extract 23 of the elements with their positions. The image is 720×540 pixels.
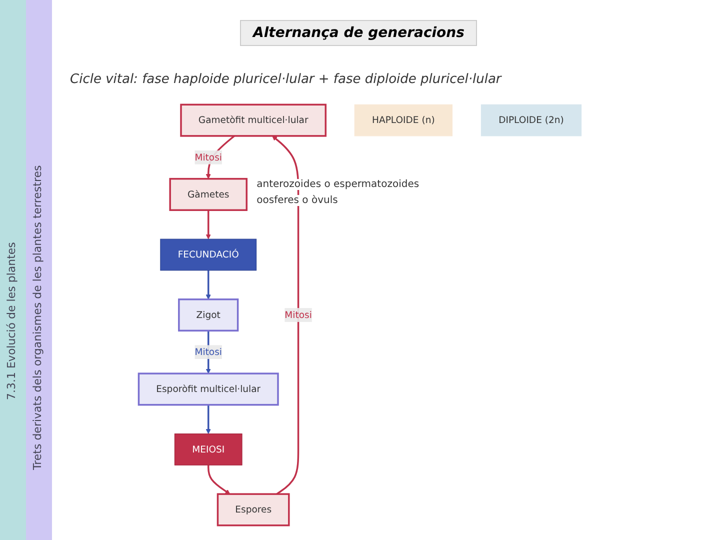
node-box: Gàmetes xyxy=(169,178,248,211)
annotation: anterozoides o espermatozoides xyxy=(254,178,422,190)
side-heading: 7.3.1 Evolució de les plantes xyxy=(5,242,18,400)
side-heading: Trets derivats dels organismes de les plantes terrestres xyxy=(31,165,44,470)
node-box: FECUNDACIÓ xyxy=(160,238,257,271)
annotation: oosferes o òvuls xyxy=(254,194,340,206)
node-box: Gametòfit multicel·lular xyxy=(180,104,327,137)
node-box: HAPLOIDE (n) xyxy=(354,104,453,136)
arrow xyxy=(272,136,300,495)
arrow xyxy=(208,465,230,494)
arrow xyxy=(206,270,211,300)
edge-label: Mitosi xyxy=(194,346,222,358)
edge-label: Mitosi xyxy=(194,152,222,163)
arrow xyxy=(206,210,211,240)
edge-label: Mitosi xyxy=(284,309,312,320)
node-box: Esporòfit multicel·lular xyxy=(138,372,279,406)
subtitle: Cicle vital: fase haploide pluricel·lular + fase diploide pluricel·lular xyxy=(70,72,502,87)
node-box: Espores xyxy=(216,493,290,526)
node-box: MEIOSI xyxy=(174,434,242,466)
title: Alternança de generacions xyxy=(240,20,478,46)
node-box: Zigot xyxy=(178,298,239,332)
node-box: DIPLOIDE (2n) xyxy=(480,104,582,136)
arrow xyxy=(206,404,211,434)
